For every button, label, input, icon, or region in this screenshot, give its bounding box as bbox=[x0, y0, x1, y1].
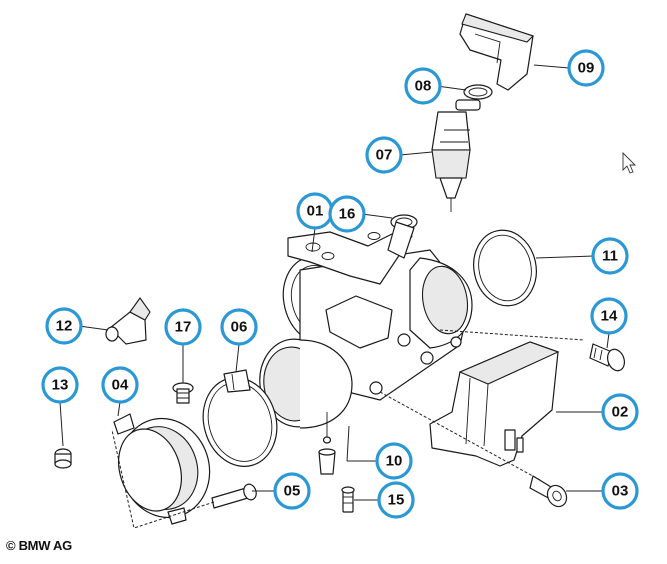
part-07-sensor bbox=[431, 99, 481, 212]
callout-16-label: 16 bbox=[339, 206, 356, 223]
copyright-notice: © BMW AG bbox=[6, 538, 72, 553]
part-03-bolt bbox=[529, 475, 568, 508]
part-01-throttle-housing bbox=[259, 221, 473, 429]
callout-16: 16 bbox=[328, 195, 366, 233]
callout-09-label: 09 bbox=[578, 60, 595, 77]
callout-07-label: 07 bbox=[376, 147, 393, 164]
leader-lines bbox=[59, 64, 610, 529]
callout-15-label: 15 bbox=[388, 492, 405, 509]
callout-03-label: 03 bbox=[612, 483, 629, 500]
part-11-o-ring bbox=[473, 229, 537, 307]
callout-01-label: 01 bbox=[307, 203, 324, 220]
callout-07: 07 bbox=[365, 136, 403, 174]
callout-12-label: 12 bbox=[56, 318, 73, 335]
callout-10-label: 10 bbox=[386, 453, 403, 470]
part-12-fitting bbox=[105, 297, 151, 345]
callout-13-label: 13 bbox=[52, 377, 69, 394]
callout-13: 13 bbox=[41, 366, 79, 404]
part-13-cap bbox=[54, 448, 72, 469]
callout-04-label: 04 bbox=[112, 377, 129, 394]
callout-09: 09 bbox=[567, 49, 605, 87]
callout-02-label: 02 bbox=[612, 404, 629, 421]
callout-08: 08 bbox=[404, 67, 442, 105]
part-02-control-unit bbox=[429, 341, 560, 467]
callout-17: 17 bbox=[164, 308, 202, 346]
callout-11-label: 11 bbox=[602, 248, 618, 265]
callout-02: 02 bbox=[601, 393, 639, 431]
part-15-bolt bbox=[341, 486, 355, 513]
callout-03: 03 bbox=[601, 472, 639, 510]
mouse-cursor-icon bbox=[622, 151, 637, 174]
callout-11: 11 bbox=[591, 237, 629, 275]
callout-14: 14 bbox=[590, 297, 628, 335]
part-05-bolt bbox=[211, 483, 257, 509]
callout-06: 06 bbox=[220, 308, 258, 346]
part-17-grommet bbox=[172, 382, 194, 404]
callout-08-label: 08 bbox=[415, 78, 432, 95]
callout-01: 01 bbox=[296, 192, 334, 230]
callout-04: 04 bbox=[101, 366, 139, 404]
callout-05-label: 05 bbox=[284, 483, 301, 500]
part-04-intake-boot bbox=[113, 413, 211, 525]
callout-10: 10 bbox=[375, 442, 413, 480]
callout-12: 12 bbox=[45, 307, 83, 345]
callout-14-label: 14 bbox=[601, 308, 618, 325]
part-14-screw bbox=[589, 343, 626, 372]
callout-06-label: 06 bbox=[231, 319, 248, 336]
callout-15: 15 bbox=[377, 481, 415, 519]
part-08-seal-ring bbox=[463, 84, 493, 100]
part-10-nipple bbox=[318, 412, 336, 475]
callout-05: 05 bbox=[273, 472, 311, 510]
part-09-connector-cap bbox=[459, 13, 535, 91]
callout-17-label: 17 bbox=[175, 319, 192, 336]
part-06-hose-clamp bbox=[202, 369, 278, 467]
